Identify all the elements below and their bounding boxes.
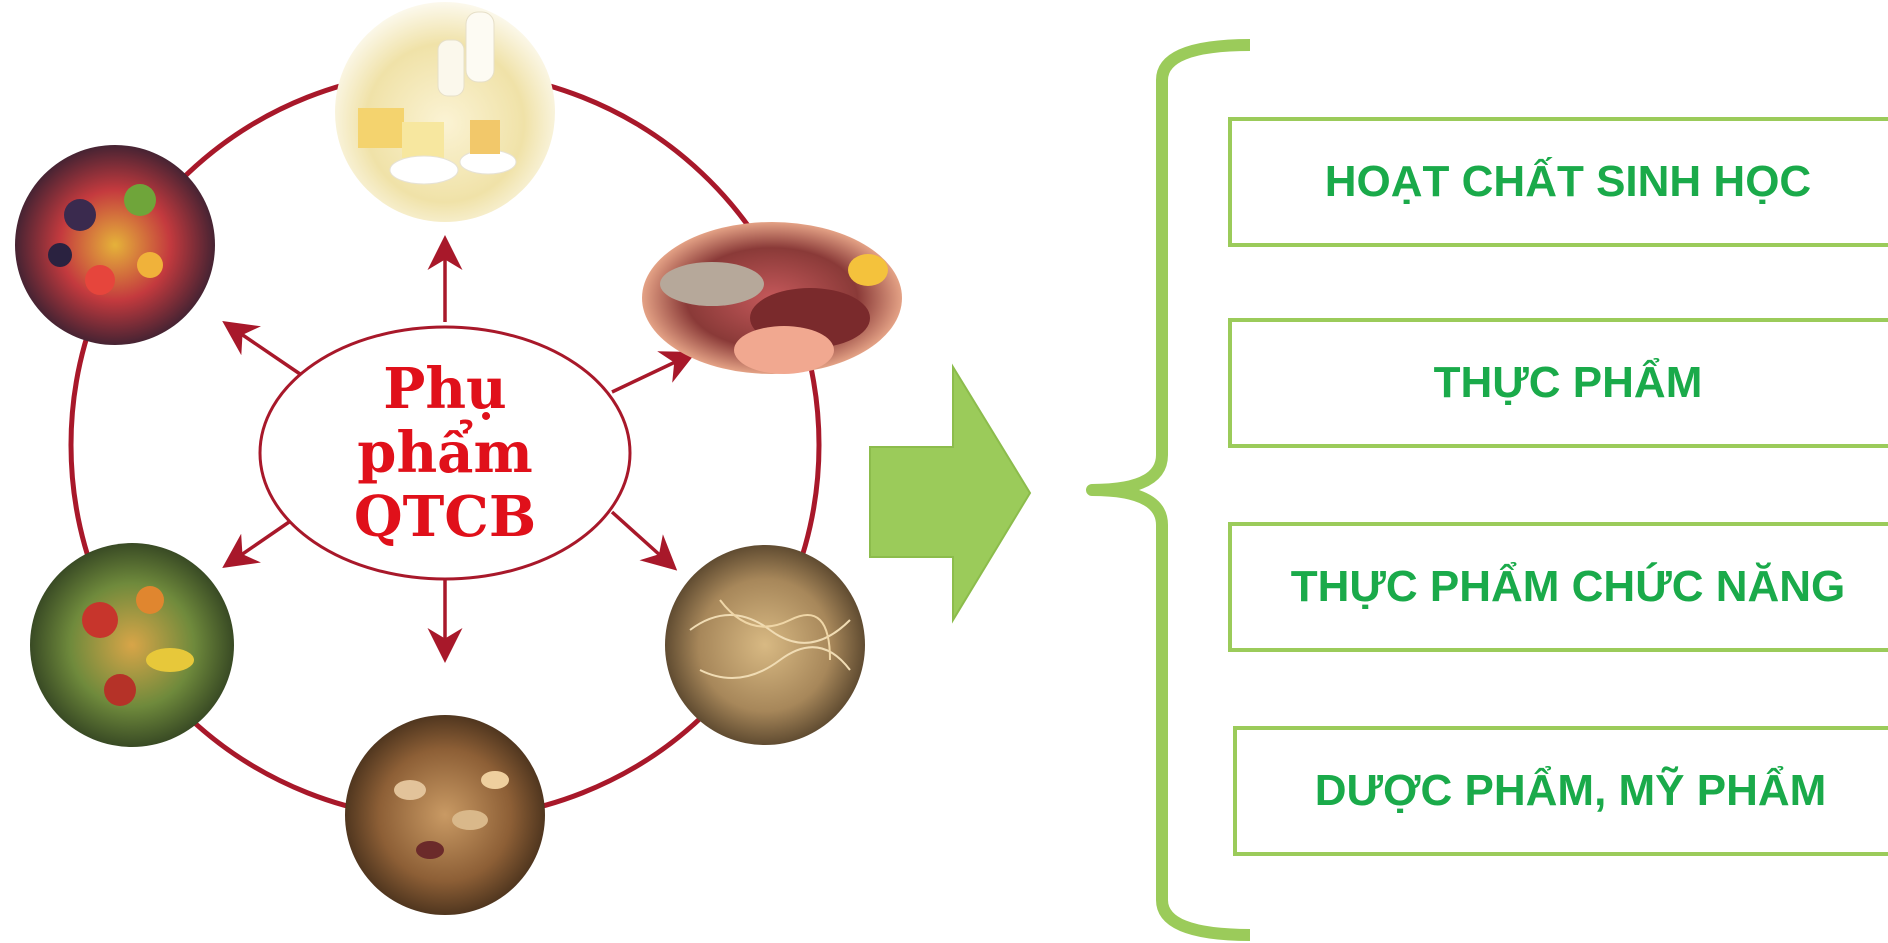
output-label-functional-food: THỰC PHẨM CHỨC NĂNG	[1238, 562, 1888, 612]
big-right-arrow	[870, 367, 1030, 620]
dairy-products-image	[335, 2, 555, 222]
output-label-food: THỰC PHẨM	[1238, 358, 1888, 408]
meat-and-fish-image	[642, 222, 902, 374]
nuts-and-seeds-image	[345, 715, 545, 915]
output-box-food: THỰC PHẨM	[1228, 318, 1888, 448]
output-box-functional-food: THỰC PHẨM CHỨC NĂNG	[1228, 522, 1888, 652]
output-box-pharma-cosmetics: DƯỢC PHẨM, MỸ PHẨM	[1233, 726, 1888, 856]
output-label-pharma-cosmetics: DƯỢC PHẨM, MỸ PHẨM	[1241, 766, 1888, 816]
fibrous-residue-image	[665, 545, 865, 745]
output-label-bioactive: HOẠT CHẤT SINH HỌC	[1238, 157, 1888, 207]
center-label: Phụ phẩm QTCB	[262, 338, 628, 568]
center-label-line1: Phụ	[383, 357, 507, 421]
output-box-bioactive: HOẠT CHẤT SINH HỌC	[1228, 117, 1888, 247]
center-label-line3: QTCB	[354, 485, 536, 549]
vegetable-scraps-image	[30, 543, 234, 747]
curly-brace	[1092, 45, 1250, 935]
mixed-fruits-image	[15, 145, 215, 345]
center-label-line2: phẩm	[357, 421, 532, 485]
